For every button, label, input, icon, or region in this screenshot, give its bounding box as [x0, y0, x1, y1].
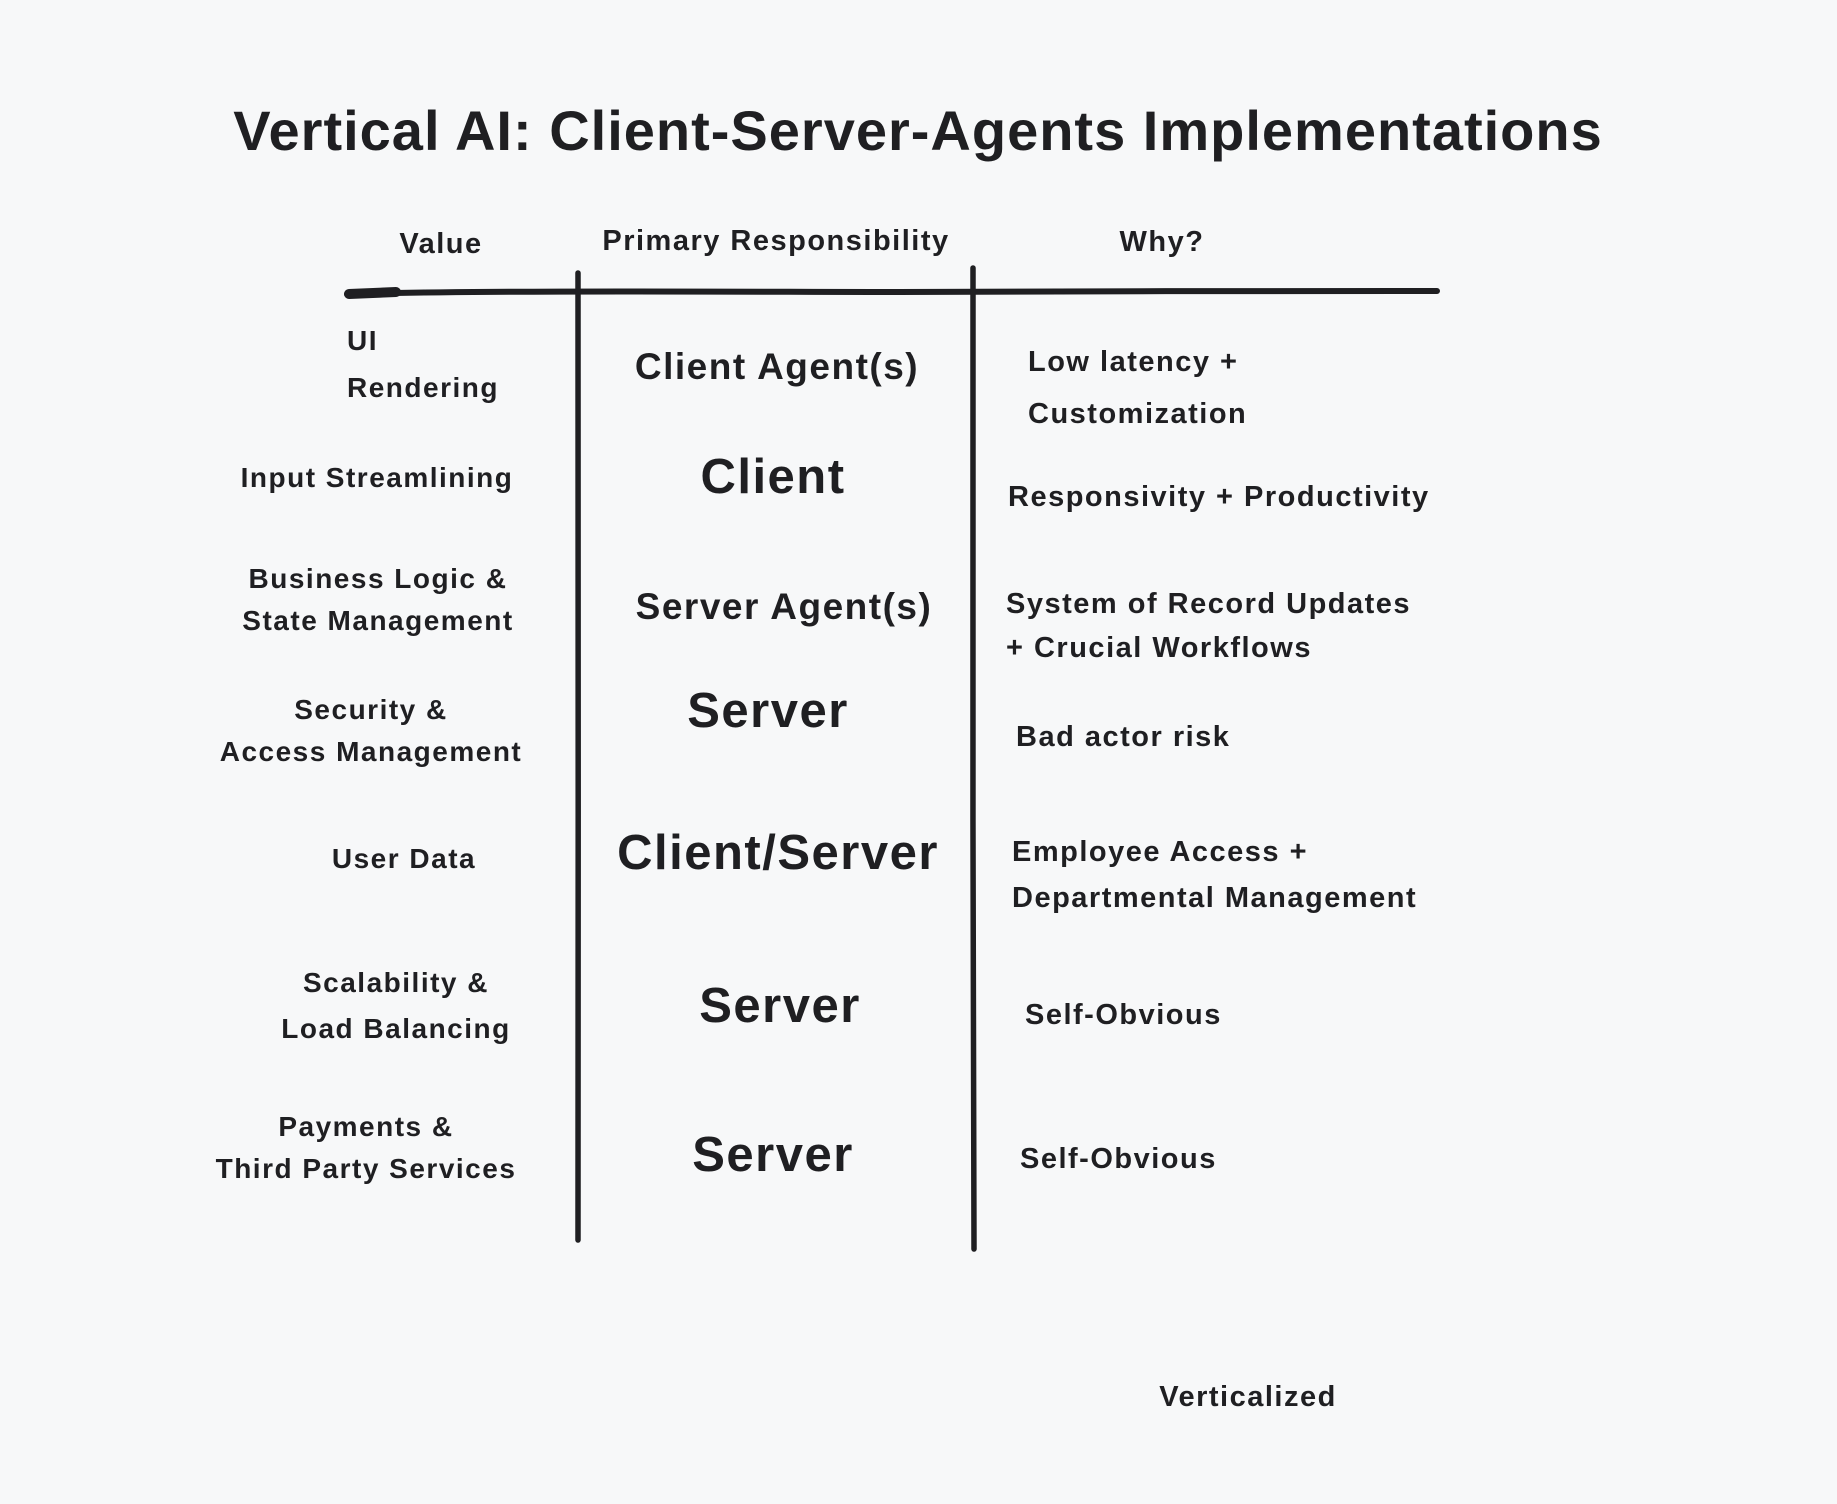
row-security-why: Bad actor risk [1016, 721, 1231, 753]
row-user-data-why: Employee Access + Departmental Managemen… [1012, 836, 1418, 914]
row-ui-rendering-why: Low latency + Customization [1028, 346, 1248, 430]
column-header-value: Value [399, 228, 483, 260]
row-payments-why: Self-Obvious [1020, 1143, 1217, 1175]
diagram-title: Vertical AI: Client-Server-Agents Implem… [233, 99, 1603, 162]
header-rule [344, 287, 1440, 297]
row-scalability-why: Self-Obvious [1025, 999, 1222, 1031]
row-input-streamlining-why: Responsivity + Productivity [1008, 481, 1430, 513]
column-divider-2 [970, 265, 977, 1252]
row-input-streamlining-value: Input Streamlining [240, 462, 514, 493]
row-user-data-value: User Data [331, 843, 477, 874]
row-scalability-value: Scalability & Load Balancing [281, 967, 511, 1044]
row-scalability-responsibility: Server [699, 979, 861, 1033]
watermark-verticalized: Verticalized [1159, 1381, 1337, 1413]
column-header-primary-responsibility: Primary Responsibility [602, 225, 950, 257]
row-business-logic-responsibility: Server Agent(s) [635, 586, 933, 627]
row-payments-value: Payments & Third Party Services [215, 1111, 517, 1184]
column-divider-1 [574, 270, 582, 1243]
row-security-responsibility: Server [687, 684, 849, 738]
row-ui-rendering-value: UI Rendering [347, 325, 499, 403]
row-security-value: Security & Access Management [219, 694, 523, 767]
row-business-logic-why: System of Record Updates + Crucial Workf… [1006, 588, 1412, 664]
row-ui-rendering-responsibility: Client Agent(s) [634, 346, 920, 387]
row-business-logic-value: Business Logic & State Management [242, 563, 514, 636]
row-payments-responsibility: Server [692, 1128, 854, 1182]
row-user-data-responsibility: Client/Server [617, 826, 939, 880]
row-input-streamlining-responsibility: Client [700, 450, 846, 504]
header-rule-ink-blob [344, 287, 401, 299]
column-header-why: Why? [1119, 226, 1205, 258]
